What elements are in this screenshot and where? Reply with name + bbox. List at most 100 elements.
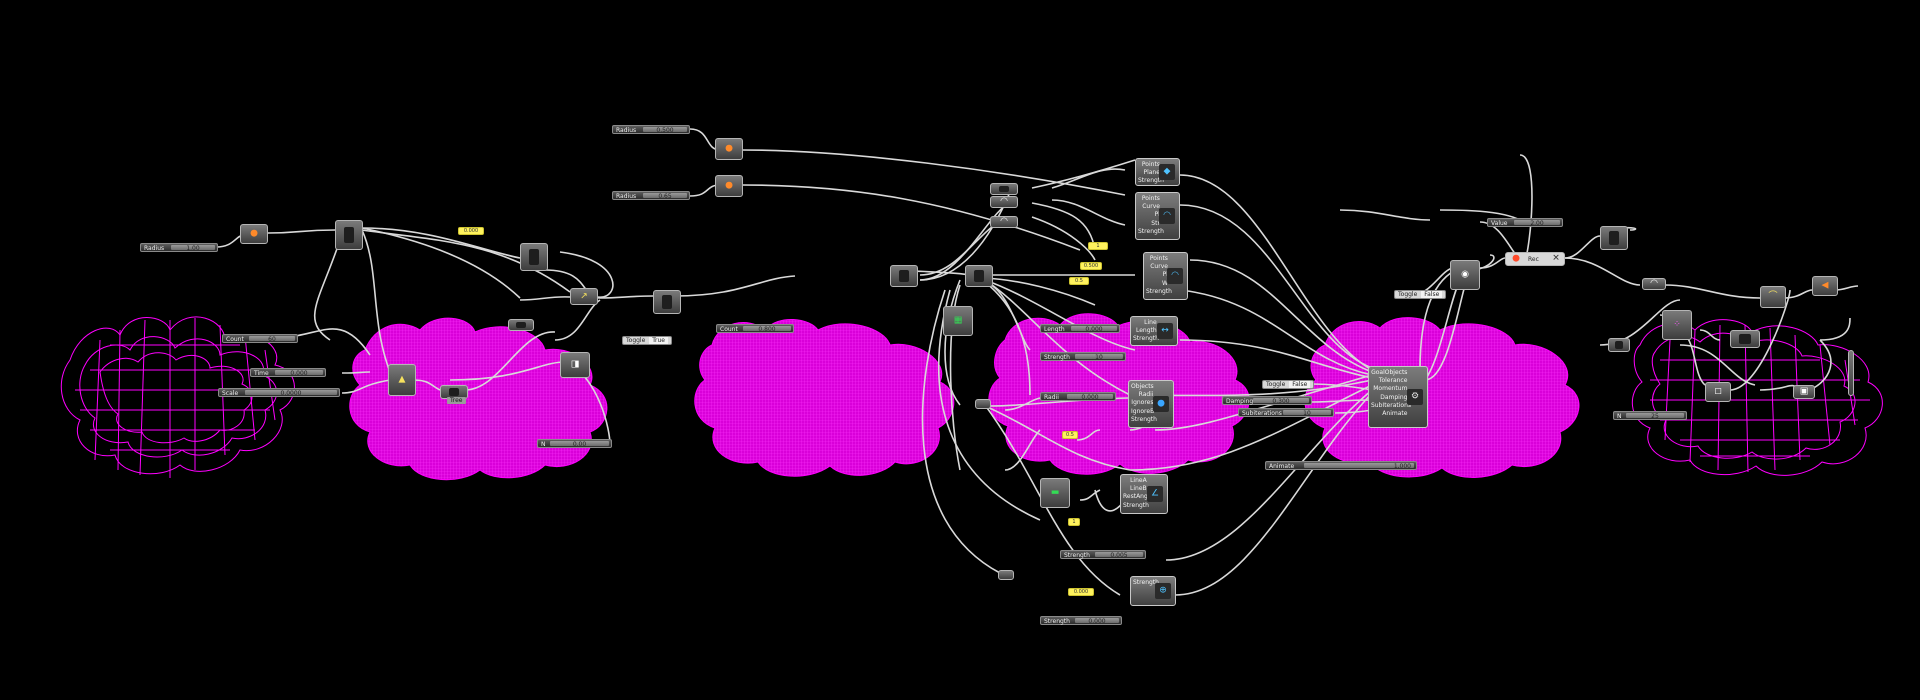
vector-component[interactable]: [1600, 226, 1628, 250]
series-component[interactable]: ↗: [570, 288, 598, 305]
loft-component[interactable]: ▲: [388, 364, 416, 396]
input-param[interactable]: Radii: [1138, 391, 1154, 399]
radius-slider-2[interactable]: Radius 0.500: [612, 125, 690, 134]
move-component[interactable]: [520, 243, 548, 271]
panel[interactable]: 1: [1088, 242, 1108, 250]
input-param[interactable]: LineA: [1130, 477, 1147, 484]
subiterations-slider[interactable]: Subiterations 10: [1238, 408, 1334, 417]
offset-component[interactable]: ◻: [1705, 382, 1731, 402]
input-param[interactable]: Str: [1151, 219, 1160, 227]
input-param[interactable]: Strength: [1123, 501, 1149, 509]
slider-track[interactable]: 0.000: [1067, 394, 1113, 399]
input-param[interactable]: IgnoreB: [1131, 407, 1155, 415]
input-param[interactable]: Points: [1141, 195, 1160, 202]
slider-track[interactable]: 0.00: [550, 441, 609, 446]
slider-track[interactable]: 1,000: [1304, 463, 1414, 468]
slider-track[interactable]: 1.00: [171, 245, 215, 250]
sphere-component[interactable]: ●: [715, 138, 743, 160]
dim-component[interactable]: [1608, 338, 1630, 352]
slider-track[interactable]: 10: [1075, 354, 1123, 359]
panel[interactable]: 0.500: [1080, 262, 1102, 270]
curve-component-3[interactable]: ◠: [1642, 278, 1666, 290]
input-param[interactable]: Points: [1149, 255, 1168, 262]
input-param[interactable]: Strength: [1138, 177, 1164, 185]
input-param[interactable]: Curve: [1142, 203, 1160, 211]
toggle-1[interactable]: Toggle True: [622, 336, 672, 345]
input-param[interactable]: W: [1162, 279, 1168, 287]
slider-track[interactable]: 2.00: [1514, 220, 1560, 225]
divide-component[interactable]: [335, 220, 363, 250]
list-item-component[interactable]: [508, 319, 534, 331]
panel[interactable]: 0.5: [1069, 277, 1089, 285]
input-param[interactable]: LineB: [1130, 485, 1147, 493]
slider-track[interactable]: 0.000: [1071, 326, 1117, 331]
damping-slider[interactable]: Damping 0.300: [1222, 396, 1312, 405]
preview-component[interactable]: ▣: [1793, 385, 1815, 399]
input-param[interactable]: Curve: [1150, 263, 1168, 271]
sphere-component-2[interactable]: ●: [715, 175, 743, 197]
count-slider-2[interactable]: Count 0.800: [716, 324, 794, 333]
curve-param[interactable]: ◠: [990, 196, 1018, 208]
animate-slider[interactable]: Animate 1,000: [1265, 461, 1417, 470]
count-slider[interactable]: Count 60: [222, 334, 298, 343]
time-slider[interactable]: Time 0.000: [250, 368, 326, 377]
slider-track[interactable]: 0.000: [1075, 618, 1119, 623]
input-param[interactable]: Strength: [1133, 335, 1159, 343]
brep-component[interactable]: ◨: [560, 352, 590, 378]
panel[interactable]: 0.000: [458, 227, 484, 235]
bounds-component[interactable]: ◉: [1450, 260, 1480, 290]
slider-track[interactable]: 0.300: [1253, 398, 1309, 403]
reverse-component[interactable]: ◀: [1812, 276, 1838, 296]
input-param[interactable]: Strength: [1133, 579, 1159, 586]
output-slider[interactable]: N 0.00: [537, 439, 612, 448]
slider-track[interactable]: 0.000: [275, 370, 323, 375]
slider-track[interactable]: 0.0000: [245, 390, 337, 395]
scale-slider[interactable]: Scale 0.0000: [218, 388, 340, 397]
button-component[interactable]: ● Rec ✕: [1505, 252, 1565, 266]
radii-slider[interactable]: Radii 0.000: [1040, 392, 1116, 401]
toggle-3[interactable]: Toggle False: [1394, 290, 1447, 299]
slider-track[interactable]: 60: [249, 336, 295, 341]
strength-slider-3[interactable]: Strength 0.000: [1040, 616, 1122, 625]
srf-component[interactable]: [990, 183, 1018, 195]
toggle-2[interactable]: Toggle False: [1262, 380, 1315, 389]
relay-2[interactable]: [998, 570, 1014, 580]
slider-track[interactable]: 0.005: [1095, 552, 1143, 557]
panel[interactable]: 1: [1068, 518, 1080, 526]
brep-edges-component[interactable]: [890, 265, 918, 287]
input-param[interactable]: RestAngle: [1123, 493, 1154, 501]
circle-component[interactable]: ●: [240, 224, 268, 244]
mesh-component[interactable]: ▦: [943, 306, 973, 336]
input-param[interactable]: Pl: [1154, 211, 1160, 219]
slider-end[interactable]: [1848, 350, 1854, 396]
panel[interactable]: 0.5: [1062, 431, 1078, 439]
slider-track[interactable]: 0.800: [743, 326, 791, 331]
input-param[interactable]: Length: [1135, 327, 1157, 335]
value-slider[interactable]: Value 2.00: [1487, 218, 1563, 227]
line-component[interactable]: ▬: [1040, 478, 1070, 508]
input-param[interactable]: Animate: [1382, 410, 1408, 418]
strength-slider-2[interactable]: Strength 0.005: [1060, 550, 1146, 559]
radius-slider-3[interactable]: Radius 0.65: [612, 191, 690, 200]
rotate-component[interactable]: [653, 290, 681, 314]
arc-component[interactable]: ⌒: [1760, 286, 1786, 308]
slider-track[interactable]: 10: [1283, 410, 1331, 415]
input-param[interactable]: Momentum: [1373, 385, 1408, 393]
input-param[interactable]: Tolerance: [1378, 377, 1408, 385]
panel[interactable]: 0.000: [1068, 588, 1094, 596]
slider-track[interactable]: 0.65: [643, 193, 687, 198]
strength-slider[interactable]: Strength 10: [1040, 352, 1126, 361]
relay-1[interactable]: [975, 399, 991, 409]
curve-param-2[interactable]: ◠: [990, 216, 1018, 228]
input-param[interactable]: Line: [1144, 319, 1157, 326]
output-slider-2[interactable]: N 25: [1613, 411, 1687, 420]
input-param[interactable]: GoalObjects: [1371, 369, 1408, 376]
input-param[interactable]: Objects: [1131, 383, 1154, 390]
